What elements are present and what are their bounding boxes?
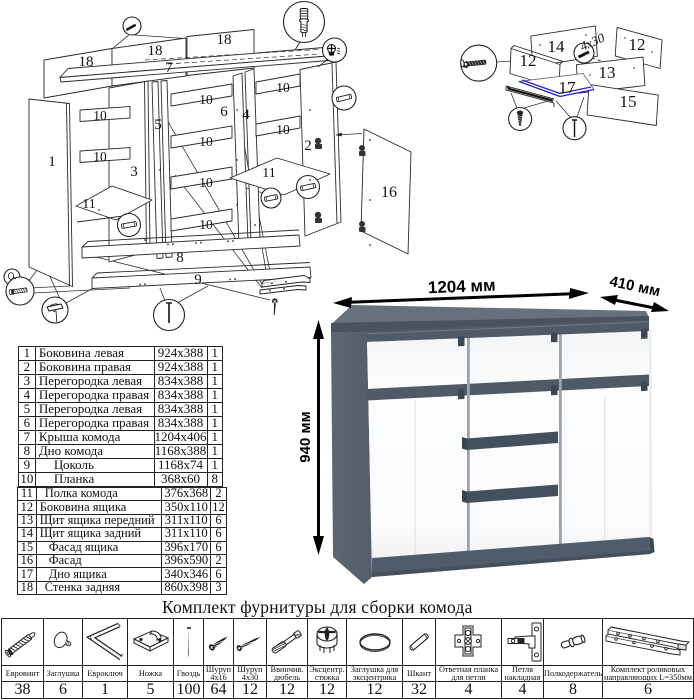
svg-text:14: 14 bbox=[548, 37, 566, 56]
svg-text:10: 10 bbox=[199, 217, 213, 232]
svg-text:18: 18 bbox=[217, 32, 232, 48]
svg-text:17: 17 bbox=[559, 78, 577, 97]
svg-text:10: 10 bbox=[276, 80, 290, 95]
svg-text:1: 1 bbox=[48, 154, 56, 170]
svg-text:16: 16 bbox=[381, 184, 397, 201]
svg-text:12: 12 bbox=[520, 51, 537, 70]
svg-text:2: 2 bbox=[304, 138, 312, 154]
svg-text:18: 18 bbox=[79, 54, 94, 70]
svg-text:1204 мм: 1204 мм bbox=[428, 276, 496, 298]
svg-text:18: 18 bbox=[148, 43, 163, 59]
svg-text:3: 3 bbox=[130, 164, 138, 180]
svg-text:11: 11 bbox=[262, 166, 275, 181]
svg-text:9: 9 bbox=[194, 272, 202, 288]
svg-text:940 мм: 940 мм bbox=[297, 411, 314, 462]
svg-text:5: 5 bbox=[154, 117, 162, 133]
svg-text:13: 13 bbox=[599, 63, 616, 82]
svg-text:15: 15 bbox=[620, 92, 637, 111]
svg-text:10: 10 bbox=[199, 175, 213, 190]
svg-text:10: 10 bbox=[199, 92, 213, 107]
svg-text:10: 10 bbox=[199, 134, 213, 149]
svg-text:8: 8 bbox=[176, 250, 184, 266]
svg-text:10: 10 bbox=[276, 122, 290, 137]
svg-text:4: 4 bbox=[242, 107, 250, 123]
svg-text:10: 10 bbox=[93, 108, 107, 123]
svg-text:12: 12 bbox=[629, 35, 646, 54]
svg-text:6: 6 bbox=[220, 104, 228, 120]
svg-text:10: 10 bbox=[93, 149, 107, 164]
svg-text:7: 7 bbox=[165, 60, 173, 76]
svg-text:11: 11 bbox=[82, 197, 95, 212]
